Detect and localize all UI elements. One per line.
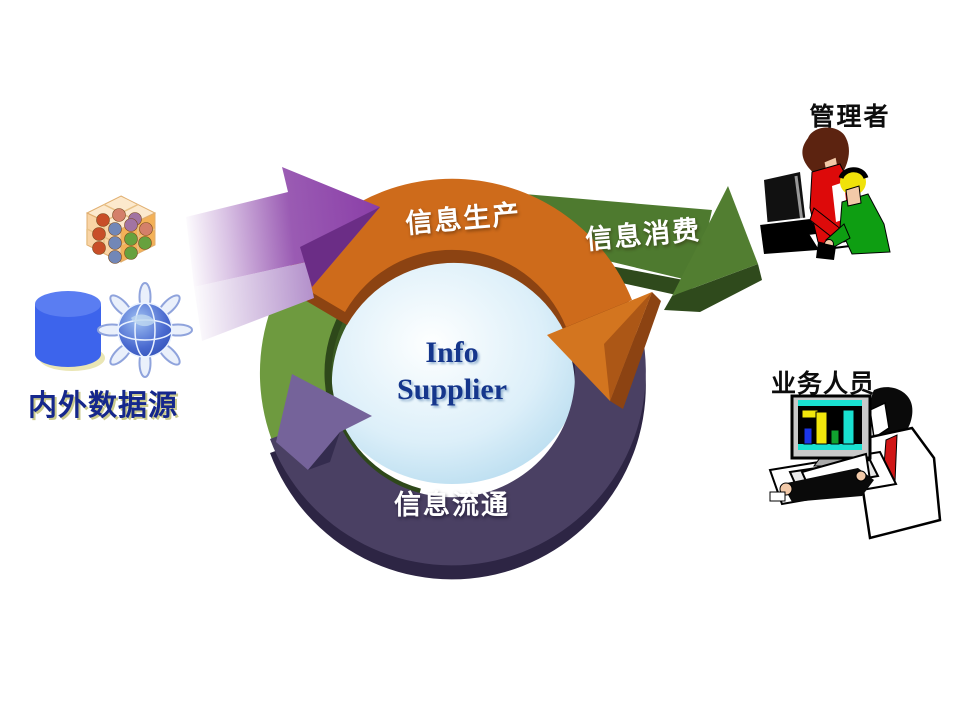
label-data-sources: 内外数据源 [28, 390, 179, 422]
screen-top-strip [798, 400, 862, 406]
cube-spheres [92, 208, 153, 264]
database-top [35, 291, 101, 317]
inflow-arrow [186, 167, 380, 341]
circulation-arc-body [270, 333, 646, 566]
production-head-underside [610, 292, 661, 409]
globe-gridlines [117, 302, 173, 358]
manager-monitor [764, 172, 806, 228]
bar-chart-cyan-bar [842, 409, 855, 445]
globe-continent [131, 314, 155, 327]
bar-chart-blue-bar [803, 427, 813, 445]
bar-chart-green-bar [830, 429, 840, 445]
label-managers: 管理者 [809, 103, 891, 131]
core-title-line2: Supplier [396, 373, 508, 406]
olap-cube-icon [85, 195, 157, 264]
woman-skirt [816, 242, 836, 260]
info-circulation-arc [270, 333, 646, 580]
label-info-circulation: 信息流通 [394, 490, 510, 520]
circulation-arrow-head [276, 374, 372, 470]
inflow-arrow-underside [194, 262, 314, 341]
core-circle [325, 258, 579, 484]
business-user-clipart [768, 387, 942, 540]
label-business-users: 业务人员 [770, 370, 875, 398]
core-title-line1: Info [425, 336, 479, 369]
screen-bottom-strip [798, 444, 862, 450]
manager-monitor-highlight [794, 175, 804, 223]
core-title: Info Supplier [332, 334, 572, 408]
colleague-face [845, 185, 862, 207]
circulation-head-facet [308, 432, 340, 470]
production-arrow-head [547, 292, 652, 401]
production-head-facet [604, 292, 652, 401]
consumption-head-underside [664, 264, 762, 312]
analyst-right-hand [855, 470, 867, 482]
consumption-arrow-head [672, 186, 758, 296]
database-cylinder-icon [35, 291, 105, 371]
analyst-face [869, 401, 890, 440]
managers-clipart [759, 127, 891, 260]
globe-sphere [118, 303, 172, 357]
colleague-headband [838, 167, 869, 180]
analyst-forearms [782, 468, 874, 502]
mouse [769, 491, 786, 502]
network-globe-icon [97, 282, 193, 378]
database-body [35, 304, 101, 367]
manager-monitor-base [760, 218, 822, 254]
inflow-head-facet [300, 207, 380, 287]
bar-chart-yellow-bar [815, 411, 828, 445]
